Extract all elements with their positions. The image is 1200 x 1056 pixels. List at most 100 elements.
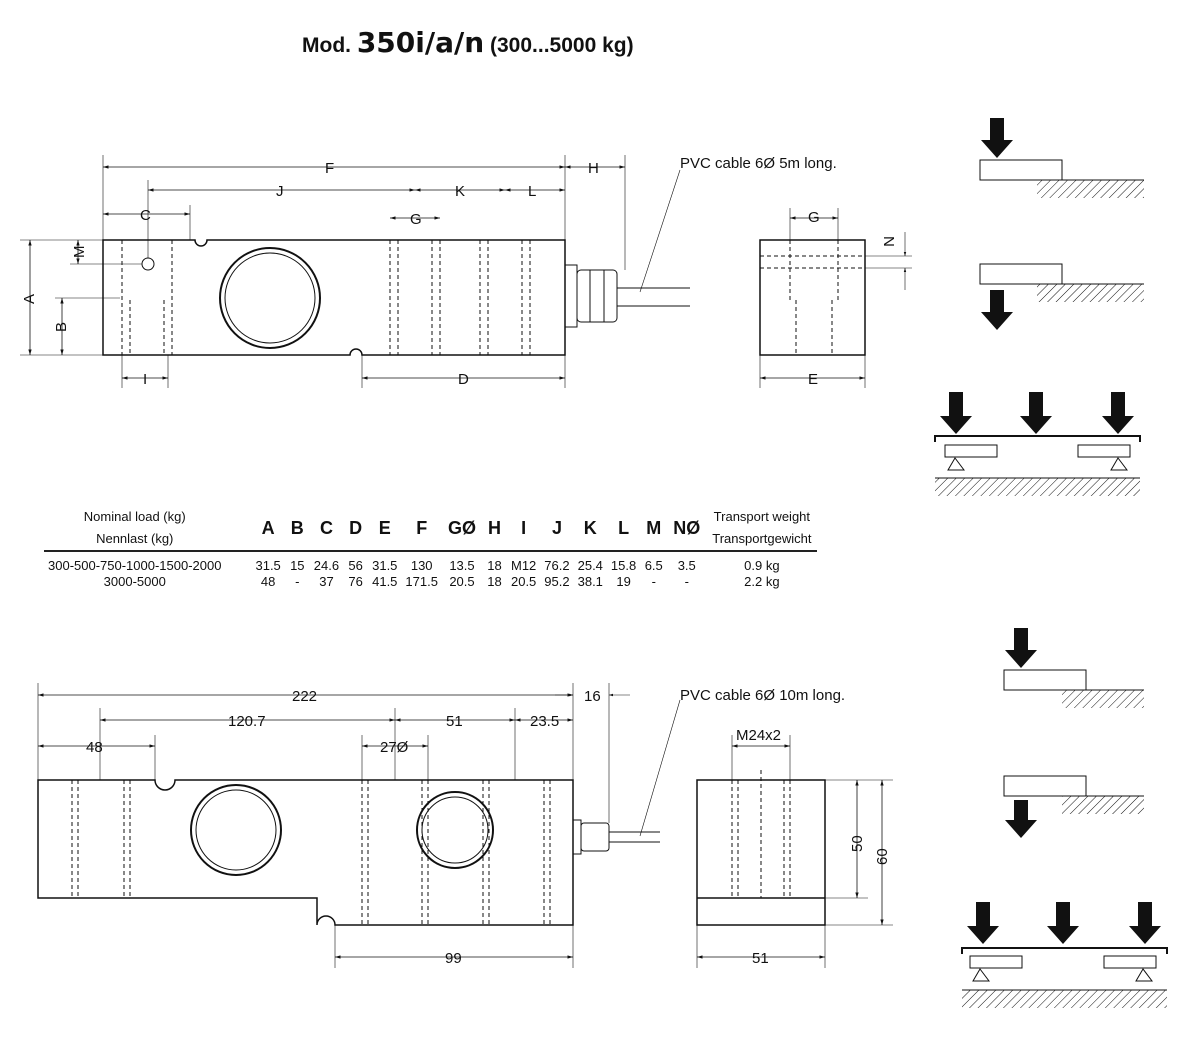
cell-value: 15 xyxy=(290,558,305,573)
cable-label-top: PVC cable 6Ø 5m long. xyxy=(680,155,837,172)
cell-value: - xyxy=(684,574,689,589)
dim-16: 16 xyxy=(584,688,601,705)
cell-value: 18 xyxy=(487,574,502,589)
dim-F: F xyxy=(325,160,334,177)
cell-weight: 0.9 kg xyxy=(744,558,780,573)
table-row: 300-500-750-1000-1500-2000 31.5 15 24.6 56 31… xyxy=(44,551,817,574)
dim-M24x2: M24x2 xyxy=(736,727,781,744)
header-weight-en: Transport weight xyxy=(713,509,811,524)
dim-120-7: 120.7 xyxy=(228,713,266,730)
end-dim-G: G xyxy=(808,209,820,226)
cell-value: 19 xyxy=(616,574,631,589)
cell-value: 37 xyxy=(319,574,334,589)
dim-51-end: 51 xyxy=(752,950,769,967)
cell-value: 24.6 xyxy=(313,558,340,573)
header-weight-de: Transportgewicht xyxy=(712,531,812,546)
top-side-view: F J K L H C G M A B I D PVC cable 6Ø 5m … xyxy=(20,155,837,388)
cell-value: 76 xyxy=(348,574,363,589)
header-load-en: Nominal load (kg) xyxy=(83,509,186,524)
cell-value: 95.2 xyxy=(544,574,570,589)
col-M: M xyxy=(640,506,668,552)
dim-A: A xyxy=(21,294,38,304)
dim-23-5: 23.5 xyxy=(530,713,559,730)
dim-H: H xyxy=(588,160,599,177)
dim-E: E xyxy=(808,371,818,388)
load-direction-up-icon xyxy=(979,263,1144,330)
cell-value: 13.5 xyxy=(449,558,475,573)
cell-value: 6.5 xyxy=(644,558,663,573)
dim-I: I xyxy=(143,371,147,388)
col-J: J xyxy=(540,506,574,552)
cell-value: 31.5 xyxy=(255,558,281,573)
col-I: I xyxy=(506,506,541,552)
dim-D: D xyxy=(458,371,469,388)
cell-weight: 2.2 kg xyxy=(744,574,780,589)
col-G: GØ xyxy=(441,506,482,552)
cell-value: 15.8 xyxy=(610,558,637,573)
cell-value: 56 xyxy=(348,558,363,573)
dim-K: K xyxy=(455,183,465,200)
cell-value: 3.5 xyxy=(677,558,696,573)
col-A: A xyxy=(251,506,285,552)
dim-J: J xyxy=(276,183,284,200)
load-direction-down-icon xyxy=(979,118,1144,198)
cell-load: 300-500-750-1000-1500-2000 xyxy=(48,558,222,573)
cell-value: - xyxy=(651,574,656,589)
dim-M: M xyxy=(71,246,88,259)
col-L: L xyxy=(606,506,641,552)
dim-27: 27Ø xyxy=(380,739,409,756)
cell-load: 3000-5000 xyxy=(103,574,166,589)
dim-N: N xyxy=(880,236,897,247)
dim-48: 48 xyxy=(86,739,103,756)
cell-value: 31.5 xyxy=(372,558,398,573)
cell-value: 25.4 xyxy=(577,558,603,573)
top-end-view: G N E xyxy=(759,208,912,388)
page-title: Mod. 350i/a/n (300...5000 kg) xyxy=(302,26,634,59)
header-nominal-load: Nominal load (kg) Nennlast (kg) xyxy=(44,506,226,552)
dim-50: 50 xyxy=(849,835,866,852)
col-C: C xyxy=(309,506,344,552)
cell-value: 41.5 xyxy=(372,574,398,589)
cell-value: 171.5 xyxy=(405,574,438,589)
cell-value: 20.5 xyxy=(510,574,537,589)
col-K: K xyxy=(573,506,607,552)
dim-G: G xyxy=(410,211,422,228)
cell-value: M12 xyxy=(510,558,537,573)
dim-60: 60 xyxy=(874,848,891,865)
col-H: H xyxy=(481,506,507,552)
cable-label-bottom: PVC cable 6Ø 10m long. xyxy=(680,687,845,704)
load-direction-down-icon-2 xyxy=(1003,628,1144,708)
cell-spacer xyxy=(225,574,251,590)
title-prefix: Mod. xyxy=(302,34,351,57)
cell-spacer xyxy=(225,551,251,574)
dimension-table: Nominal load (kg) Nennlast (kg) A B C D E… xyxy=(44,506,818,590)
col-F: F xyxy=(401,506,442,552)
dim-B: B xyxy=(53,322,70,332)
dim-99: 99 xyxy=(445,950,462,967)
col-D: D xyxy=(343,506,369,552)
header-load-de: Nennlast (kg) xyxy=(96,531,174,546)
cell-value: - xyxy=(295,574,300,589)
cell-value: 48 xyxy=(260,574,276,589)
cell-value: 18 xyxy=(487,558,502,573)
cell-value: 38.1 xyxy=(577,574,603,589)
col-E: E xyxy=(368,506,402,552)
cell-value: 76.2 xyxy=(544,558,570,573)
load-direction-up-icon-2 xyxy=(1003,775,1144,838)
bottom-end-view: M24x2 50 60 51 xyxy=(696,727,893,968)
multi-point-load-icon xyxy=(934,392,1141,496)
model-name: 350i/a/n xyxy=(356,26,485,59)
cell-value: 20.5 xyxy=(449,574,475,589)
load-range: (300...5000 kg) xyxy=(490,34,634,57)
col-N: NØ xyxy=(667,506,707,552)
dim-222: 222 xyxy=(292,688,317,705)
dim-C: C xyxy=(140,207,151,224)
cell-value: 130 xyxy=(410,558,433,573)
dim-51-top: 51 xyxy=(446,713,463,730)
multi-point-load-icon-2 xyxy=(961,902,1168,1008)
dim-L: L xyxy=(528,183,536,200)
col-B: B xyxy=(284,506,310,552)
table-row: 3000-5000 48 - 37 76 41.5 171.5 20.5 18 20.5 95.2 3… xyxy=(44,574,817,590)
